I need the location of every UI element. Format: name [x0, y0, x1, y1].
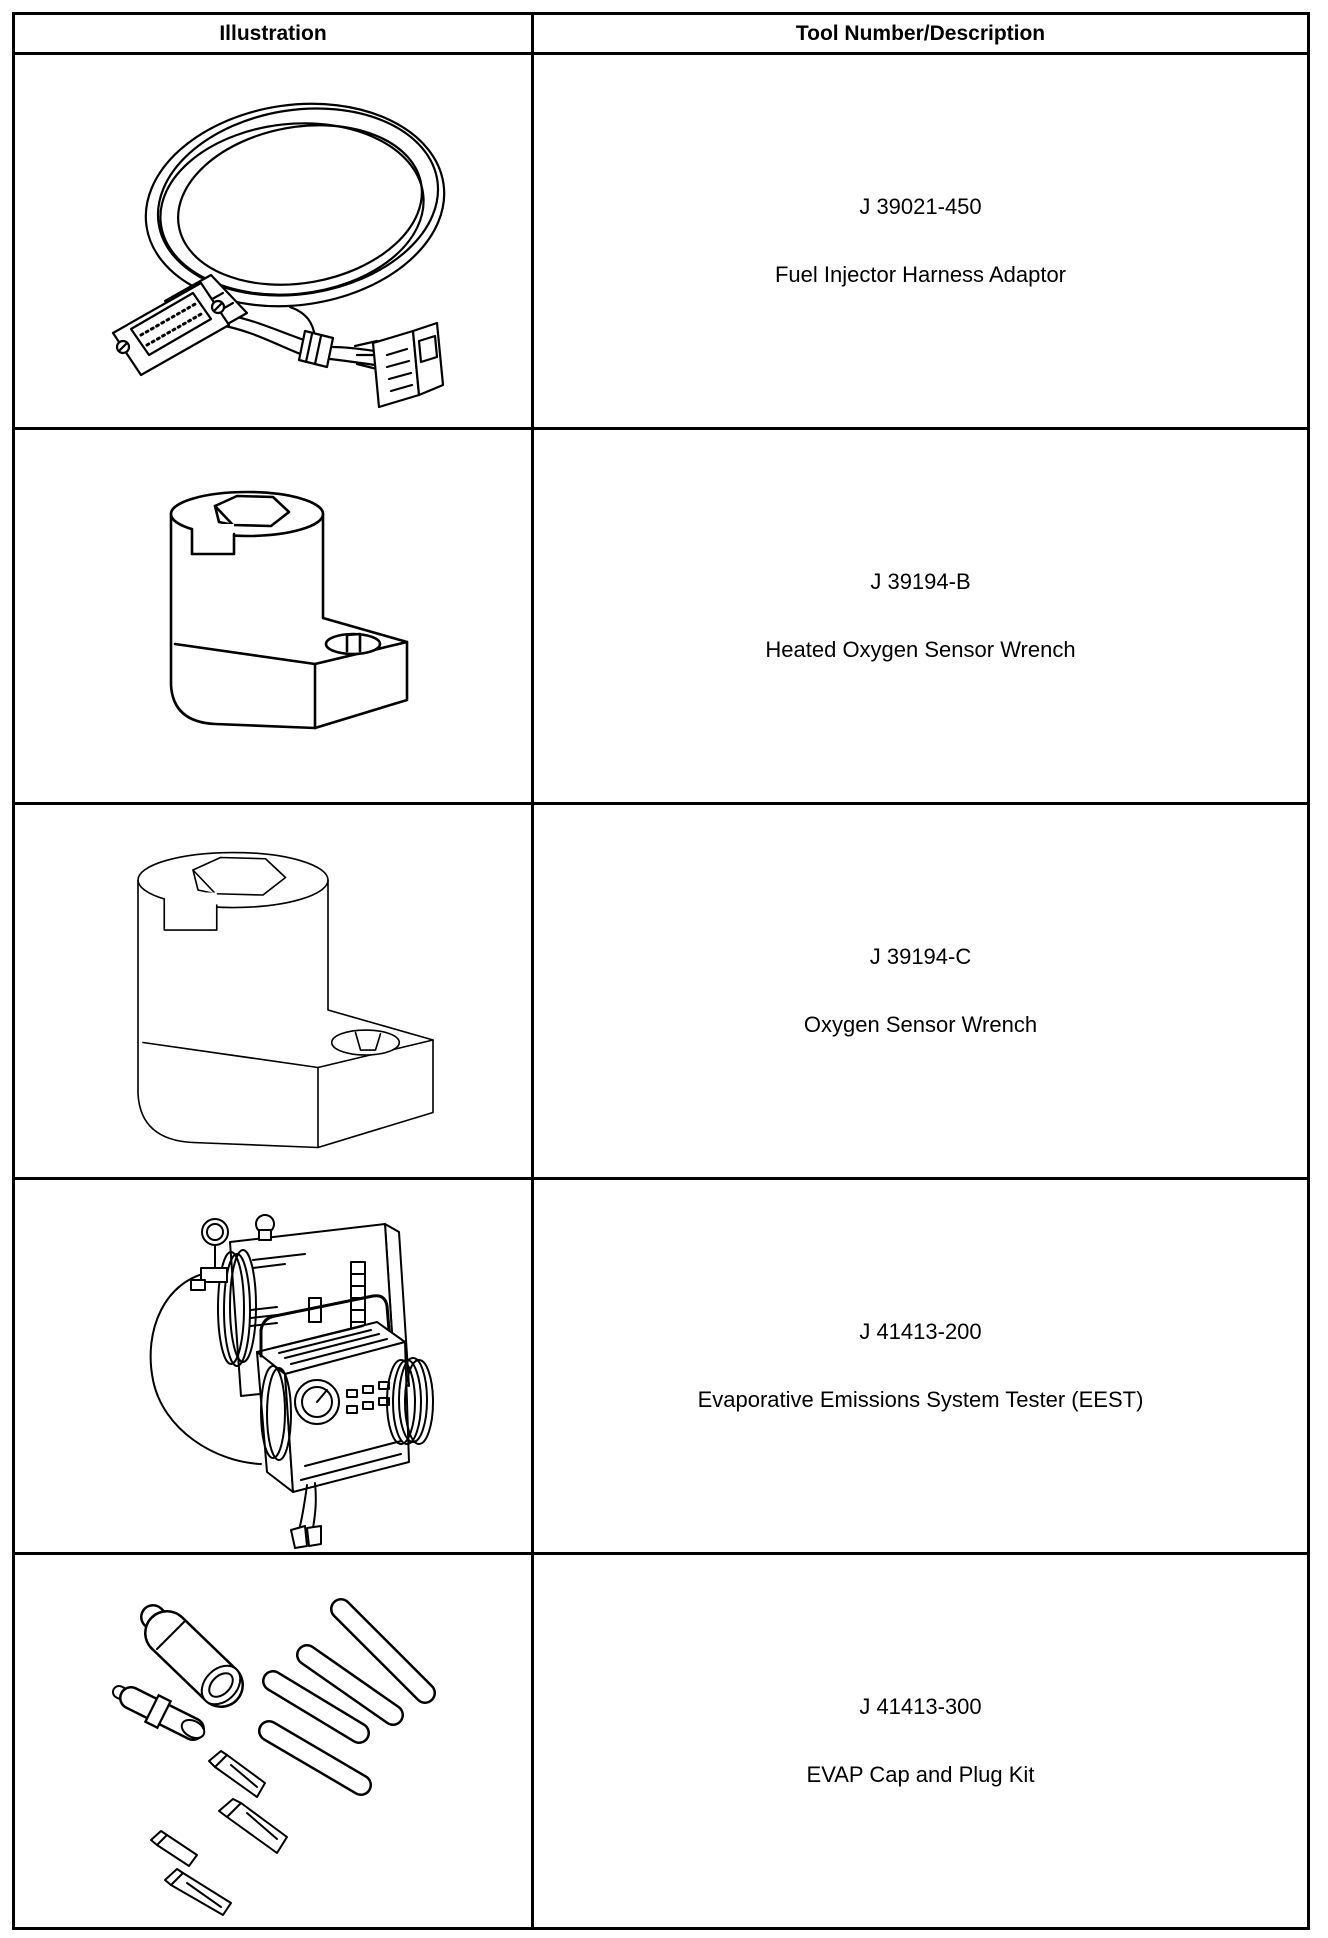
hose-coil-left	[217, 1249, 257, 1367]
caps	[150, 1750, 288, 1916]
description-cell: J 41413-200 Evaporative Emissions System…	[531, 1177, 1310, 1555]
right-connector	[371, 321, 445, 409]
tool-description: Fuel Injector Harness Adaptor	[774, 262, 1067, 287]
table-row: J 41413-200 Evaporative Emissions System…	[12, 1177, 1310, 1555]
hose-coil-right	[386, 1357, 434, 1445]
fuel-injector-harness-adaptor-illustration	[111, 102, 446, 409]
description-cell: J 41413-300 EVAP Cap and Plug Kit	[531, 1552, 1310, 1930]
illustration-cell	[12, 1177, 534, 1555]
tool-number: J 39021-450	[859, 194, 982, 219]
illustration-cell	[12, 427, 534, 805]
oxygen-sensor-wrench-illustration	[137, 851, 434, 1149]
harness-cable	[213, 305, 379, 371]
table-row: J 39021-450 Fuel Injector Harness Adapto…	[12, 52, 1310, 430]
tool-number: J 39194-B	[870, 569, 971, 594]
description-cell: J 39194-B Heated Oxygen Sensor Wrench	[531, 427, 1310, 805]
table-row: J 41413-300 EVAP Cap and Plug Kit	[12, 1552, 1310, 1930]
small-plug	[112, 1685, 206, 1741]
evaporative-emissions-system-tester-illustration	[149, 1214, 434, 1549]
tool-number: J 41413-300	[859, 1694, 982, 1719]
battery-clamps	[290, 1482, 322, 1549]
large-cap	[140, 1604, 244, 1708]
description-cell: J 39021-450 Fuel Injector Harness Adapto…	[531, 52, 1310, 430]
hose-coil-front	[260, 1365, 292, 1461]
table-row: J 39194-C Oxygen Sensor Wrench	[12, 802, 1310, 1180]
heated-oxygen-sensor-wrench-illustration	[169, 490, 409, 730]
description-cell: J 39194-C Oxygen Sensor Wrench	[531, 802, 1310, 1180]
tool-number-description-column-header: Tool Number/Description	[531, 12, 1310, 55]
evap-cap-and-plug-kit-illustration	[112, 1598, 436, 1916]
illustration-cell	[12, 802, 534, 1180]
pressure-gauge	[190, 1214, 275, 1291]
special-tools-table: Illustration Tool Number/Description	[12, 12, 1310, 1930]
illustration-cell	[12, 52, 534, 430]
tool-description: Heated Oxygen Sensor Wrench	[765, 637, 1076, 662]
illustration-cell	[12, 1552, 534, 1930]
tool-description: Evaporative Emissions System Tester (EES…	[697, 1387, 1144, 1412]
tool-number: J 41413-200	[859, 1319, 982, 1344]
plug-rods	[258, 1598, 436, 1796]
cable-coil	[144, 102, 446, 308]
tool-description: EVAP Cap and Plug Kit	[806, 1762, 1035, 1787]
tool-description: Oxygen Sensor Wrench	[803, 1012, 1038, 1037]
table-row: J 39194-B Heated Oxygen Sensor Wrench	[12, 427, 1310, 805]
left-connector	[111, 273, 249, 377]
table-header-row: Illustration Tool Number/Description	[12, 12, 1310, 55]
tool-number: J 39194-C	[869, 944, 972, 969]
illustration-column-header: Illustration	[12, 12, 534, 55]
